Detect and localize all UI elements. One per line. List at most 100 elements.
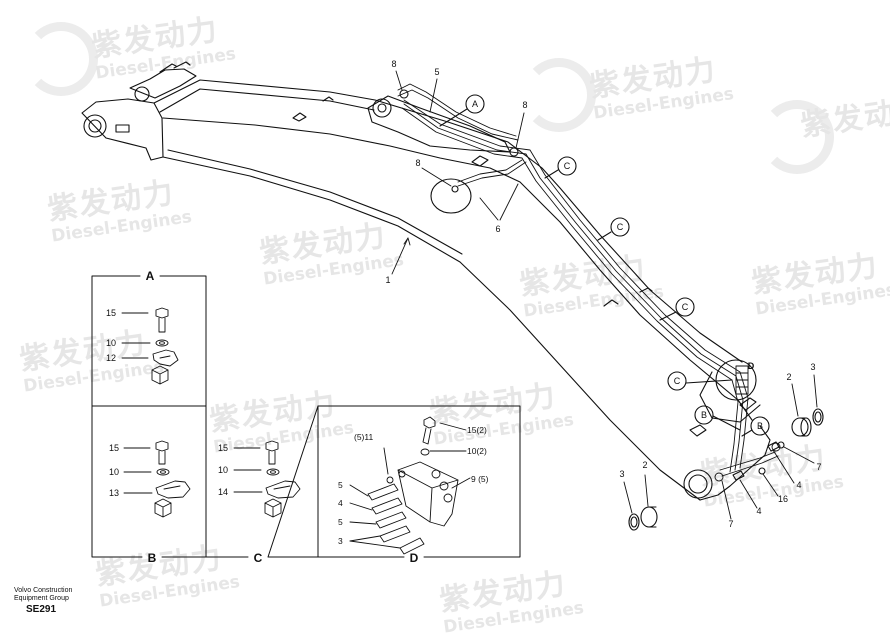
washer-10 xyxy=(420,448,430,456)
callout-leader xyxy=(597,231,612,241)
detail-b-labels: 15 10 13 xyxy=(109,443,119,498)
boom-tab xyxy=(292,112,307,122)
company-line-2: Equipment Group xyxy=(14,595,69,602)
leader-16 xyxy=(762,473,779,497)
callout-leader xyxy=(712,415,741,431)
leader-d5 xyxy=(349,484,369,497)
callout-9-5: 9 (5) xyxy=(471,474,489,484)
detail-titles: A B C D xyxy=(146,269,419,565)
arm-cylinder-bracket-plate xyxy=(699,371,761,423)
callout-circle-c xyxy=(675,297,695,317)
bolt-15 xyxy=(155,307,169,333)
detail-c-title: C xyxy=(254,551,263,565)
detail-b-title: B xyxy=(148,551,157,565)
callout-8: 8 xyxy=(415,158,420,168)
loose-parts xyxy=(399,89,824,531)
callout-leader xyxy=(741,429,753,437)
detail-a-title: A xyxy=(146,269,155,283)
callout-circle-b xyxy=(750,416,770,436)
callout-14: 14 xyxy=(218,487,228,497)
detail-frames xyxy=(91,275,521,558)
number-callouts: 1 8 5 8 8 6 2 3 7 4 16 4 7 2 3 xyxy=(385,59,821,529)
hose-line xyxy=(397,83,517,137)
detail-d-labels: (5)11 15(2) 10(2) 9 (5) 5 4 5 3 xyxy=(338,425,489,546)
callout-letter-c: C xyxy=(674,376,681,386)
seal-3 xyxy=(812,408,824,426)
boom-top-outline xyxy=(153,79,743,363)
seal-3 xyxy=(628,513,640,531)
callout-5: 5 xyxy=(338,480,343,490)
detail-d-frame xyxy=(317,405,521,558)
hose-line xyxy=(403,103,744,471)
detail-a-parts xyxy=(121,307,179,385)
callout-4: 4 xyxy=(756,506,761,516)
block-13 xyxy=(154,498,172,518)
leader-2 xyxy=(644,474,649,507)
circle-callouts xyxy=(439,94,770,437)
company-block: Volvo Construction Equipment Group xyxy=(14,587,72,603)
callout-10: 10 xyxy=(109,467,119,477)
boom-top-edge xyxy=(159,88,375,113)
callout-4: 4 xyxy=(796,480,801,490)
washer-10 xyxy=(155,339,169,347)
seal-3-inner xyxy=(814,411,822,423)
boom-foot-pin-bore-inner xyxy=(88,119,102,133)
callout-3: 3 xyxy=(619,469,624,479)
clamp-8 xyxy=(451,185,459,193)
callout-12: 12 xyxy=(106,353,116,363)
callout-circle-b xyxy=(694,405,714,425)
hose-line xyxy=(403,99,749,469)
clamp-12 xyxy=(152,349,179,367)
bushing-2-end xyxy=(800,417,812,437)
leader-5 xyxy=(429,78,438,113)
washer-10-hole xyxy=(160,470,166,474)
boom-cylinder-bracket-bore xyxy=(372,98,392,118)
callout-letter-b: B xyxy=(757,421,763,431)
callout-leader xyxy=(659,311,677,321)
washer-10-hole xyxy=(270,470,276,474)
block-14 xyxy=(264,498,282,518)
fitting-4 xyxy=(732,470,745,481)
boom-belly xyxy=(162,156,701,501)
detail-d-title: D xyxy=(410,551,419,565)
boom-foot xyxy=(81,98,164,161)
leader-2 xyxy=(791,383,799,417)
callout-letter-c: C xyxy=(564,161,571,171)
boom-side-boss xyxy=(430,178,472,214)
leader-4 xyxy=(772,449,795,484)
callout-circle-c xyxy=(610,217,630,237)
callout-5-11: (5)11 xyxy=(354,432,373,442)
callout-6: 6 xyxy=(495,224,500,234)
leader-8 xyxy=(515,112,525,149)
callout-2: 2 xyxy=(786,372,791,382)
callout-15-2: 15(2) xyxy=(467,425,487,435)
hose-line xyxy=(457,159,523,183)
detail-c-labels: 15 10 14 xyxy=(218,443,228,497)
leader-arrow xyxy=(403,237,411,246)
leader-1 xyxy=(391,237,409,275)
callout-4: 4 xyxy=(338,498,343,508)
bushing-2 xyxy=(791,417,809,437)
leader-d3 xyxy=(349,535,381,542)
detail-d-parts xyxy=(349,416,471,555)
hose-end-4 xyxy=(371,497,403,515)
leader-d4 xyxy=(349,502,373,511)
boom-nose-pin-bore xyxy=(683,469,713,499)
callout-circle-c xyxy=(667,371,687,391)
hose-line xyxy=(397,89,519,141)
detail-c-parts xyxy=(233,440,301,518)
callout-letter-a: A xyxy=(472,99,478,109)
callout-10-2: 10(2) xyxy=(467,446,487,456)
washer-10-hole xyxy=(159,341,165,345)
callout-leader xyxy=(439,108,468,127)
hose-end-5 xyxy=(367,483,399,501)
boom-rear-ear xyxy=(159,61,191,73)
washer-10 xyxy=(156,468,170,476)
callout-15: 15 xyxy=(106,308,116,318)
leader-3 xyxy=(813,374,818,408)
boom-tab xyxy=(471,155,489,167)
boom-cylinder-bracket-bore-inner xyxy=(377,103,387,113)
clamp-14 xyxy=(265,480,301,499)
company-line-1: Volvo Construction xyxy=(14,587,73,594)
boom-foot-slot xyxy=(115,124,130,133)
